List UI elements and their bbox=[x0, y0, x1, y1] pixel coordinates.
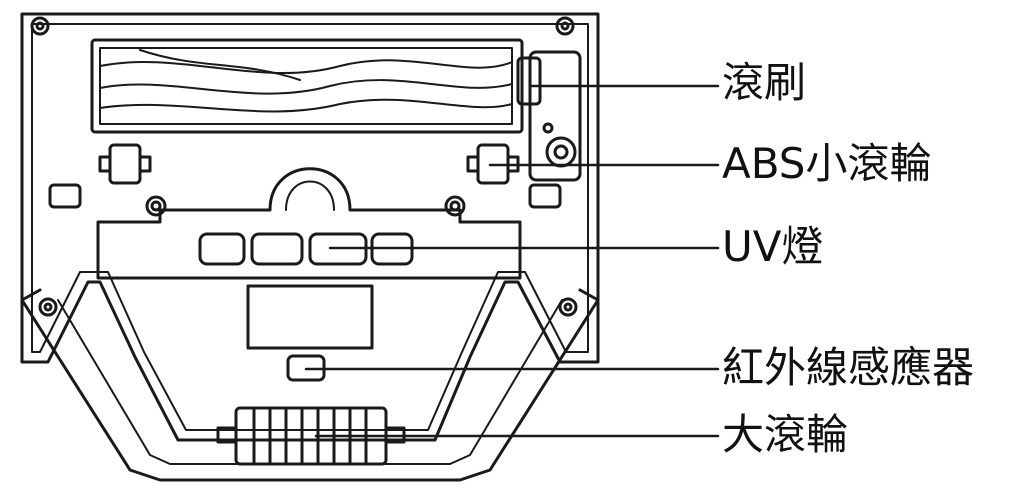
roller-brush bbox=[90, 38, 582, 182]
label-big-wheel: 大滾輪 bbox=[722, 410, 849, 459]
screw-right-arm bbox=[558, 297, 578, 317]
leader-lines bbox=[304, 84, 720, 438]
body-inner-outline bbox=[31, 23, 589, 431]
label-roller-brush: 滾刷 bbox=[722, 58, 807, 107]
body-outline bbox=[20, 12, 600, 442]
center-module bbox=[96, 167, 522, 280]
screw-top-left bbox=[30, 16, 50, 36]
label-ir-sensor: 紅外線感應器 bbox=[722, 343, 975, 392]
screw-top-right bbox=[555, 16, 575, 36]
label-uv-lamp: UV燈 bbox=[722, 222, 824, 271]
center-module-inner bbox=[285, 180, 335, 211]
right-clip bbox=[528, 183, 562, 209]
screw-left-arm bbox=[38, 297, 58, 317]
module-screw-right bbox=[444, 195, 466, 217]
module-screw-left bbox=[145, 195, 167, 217]
left-clip bbox=[48, 183, 82, 209]
label-abs-wheel: ABS小滾輪 bbox=[722, 139, 932, 188]
abs-wheel-left bbox=[98, 143, 152, 185]
label-plate bbox=[246, 284, 374, 350]
left-arm bbox=[20, 288, 600, 482]
